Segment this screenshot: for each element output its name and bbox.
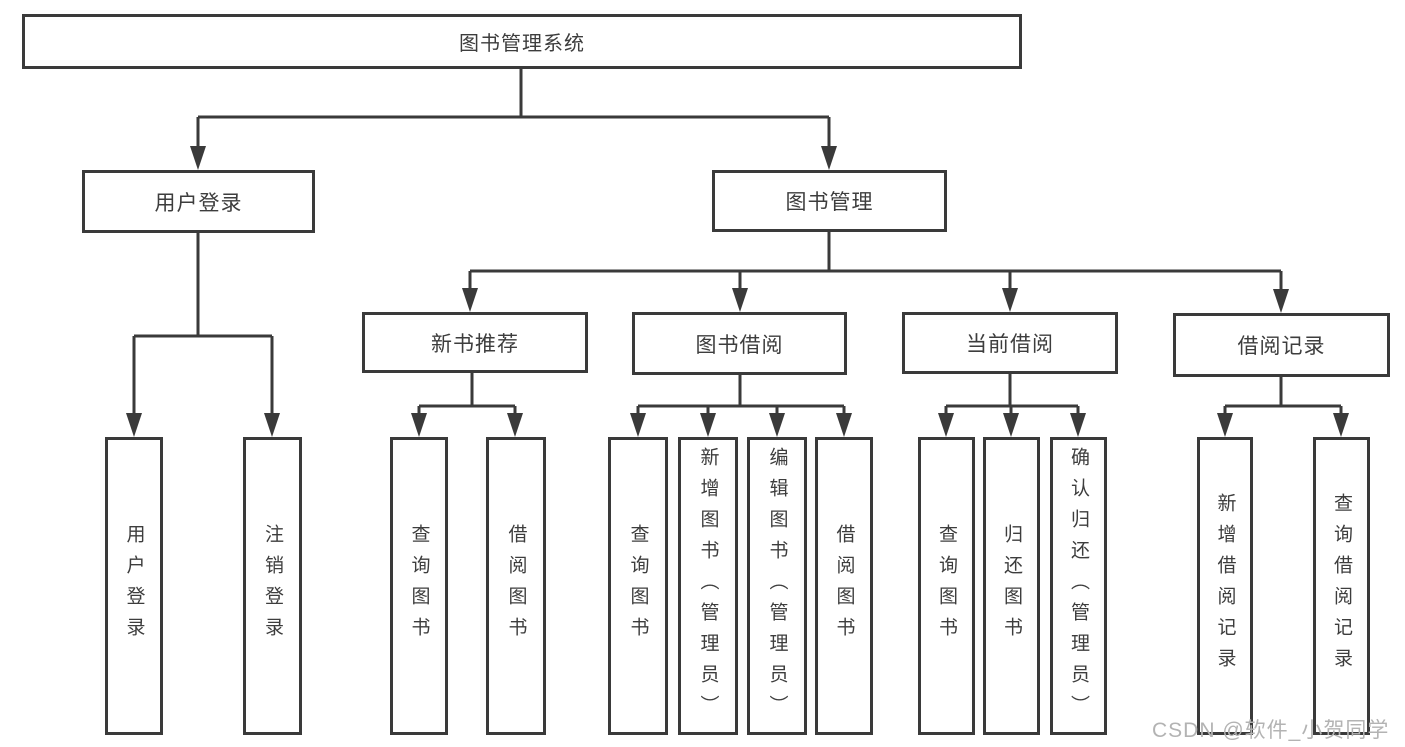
node-current-borrow-label: 当前借阅 <box>966 333 1054 356</box>
leaf-record-add: 新增借阅记录 <box>1197 437 1253 735</box>
branch-user-login <box>126 233 280 437</box>
node-user-login: 用户登录 <box>82 170 315 233</box>
leaf-return-book: 归还图书 <box>983 437 1040 735</box>
node-borrow-record: 借阅记录 <box>1173 313 1390 377</box>
leaf-borrow-edit-admin: 编辑图书（管理员） <box>747 437 807 735</box>
leaf-current-query: 查询图书 <box>918 437 975 735</box>
leaf-borrow-query-label: 查询图书 <box>627 524 649 648</box>
branch-root-to-level2 <box>190 69 837 170</box>
node-book-borrow-label: 图书借阅 <box>695 333 784 357</box>
csdn-watermark: CSDN @软件_小贺同学 <box>1152 719 1390 742</box>
leaf-record-add-label: 新增借阅记录 <box>1214 493 1236 679</box>
leaf-borrow-book-label: 借阅图书 <box>833 524 855 648</box>
leaf-logout: 注销登录 <box>243 437 302 735</box>
leaf-current-query-label: 查询图书 <box>936 524 957 648</box>
leaf-confirm-return-admin-label: 确认归还（管理员） <box>1068 446 1089 726</box>
node-root-label: 图书管理系统 <box>459 33 585 55</box>
leaf-borrow-add-admin-label: 新增图书（管理员） <box>697 446 719 726</box>
leaf-user-login: 用户登录 <box>105 437 163 735</box>
leaf-record-query: 查询借阅记录 <box>1313 437 1370 735</box>
node-new-book-recommend-label: 新书推荐 <box>431 332 519 356</box>
node-book-management: 图书管理 <box>712 170 947 232</box>
leaf-newbook-borrow-label: 借阅图书 <box>505 524 527 648</box>
leaf-newbook-query-label: 查询图书 <box>408 524 430 648</box>
leaf-record-query-label: 查询借阅记录 <box>1331 493 1352 679</box>
leaf-borrow-add-admin: 新增图书（管理员） <box>678 437 738 735</box>
branch-current-borrow <box>938 374 1086 437</box>
leaf-user-login-label: 用户登录 <box>123 524 145 648</box>
branch-new-book <box>411 373 523 437</box>
node-new-book-recommend: 新书推荐 <box>362 312 588 373</box>
branch-borrow-record <box>1217 377 1349 437</box>
node-book-management-label: 图书管理 <box>785 191 874 214</box>
leaf-return-book-label: 归还图书 <box>1001 524 1022 648</box>
leaf-confirm-return-admin: 确认归还（管理员） <box>1050 437 1107 735</box>
node-borrow-record-label: 借阅记录 <box>1237 335 1326 358</box>
leaf-newbook-query: 查询图书 <box>390 437 448 735</box>
branch-book-borrow <box>630 375 852 437</box>
node-root-system: 图书管理系统 <box>22 14 1022 69</box>
leaf-borrow-query: 查询图书 <box>608 437 668 735</box>
node-book-borrow: 图书借阅 <box>632 312 847 375</box>
leaf-newbook-borrow: 借阅图书 <box>486 437 546 735</box>
node-user-login-label: 用户登录 <box>154 191 243 215</box>
leaf-borrow-edit-admin-label: 编辑图书（管理员） <box>766 446 788 726</box>
branch-book-management <box>462 232 1289 313</box>
leaf-logout-label: 注销登录 <box>262 524 283 648</box>
node-current-borrow: 当前借阅 <box>902 312 1118 374</box>
leaf-borrow-book: 借阅图书 <box>815 437 873 735</box>
